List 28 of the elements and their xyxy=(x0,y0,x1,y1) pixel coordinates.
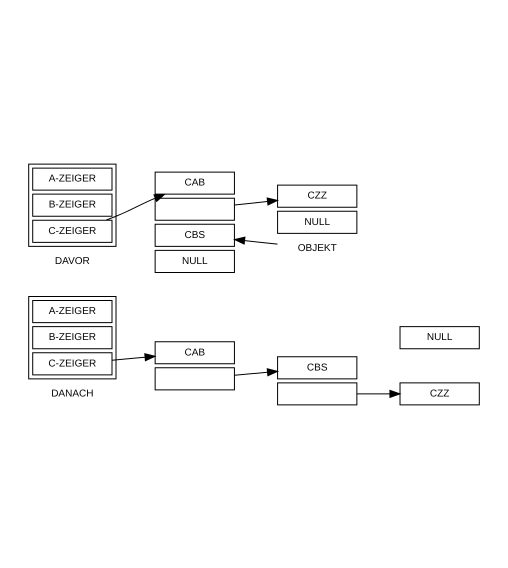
node-box xyxy=(277,382,358,405)
node-box: NULL xyxy=(154,249,235,272)
label: DANACH xyxy=(51,388,94,399)
node-box: NULL xyxy=(400,326,480,349)
node-box: A-ZEIGER xyxy=(32,300,112,323)
node-box: B-ZEIGER xyxy=(32,326,112,349)
arrow xyxy=(234,196,280,206)
node-box: CBS xyxy=(154,223,235,246)
cluster xyxy=(28,163,117,246)
node-box xyxy=(154,197,235,220)
node-box: C-ZEIGER xyxy=(32,219,112,242)
node-box: CAB xyxy=(154,340,235,364)
node-box: NULL xyxy=(277,210,358,234)
node-box: CBS xyxy=(277,356,358,379)
node-box: B-ZEIGER xyxy=(32,193,112,216)
cluster xyxy=(28,296,117,379)
arrow xyxy=(357,389,402,398)
arrow xyxy=(234,368,280,376)
node-box: CZZ xyxy=(400,382,480,405)
arrow xyxy=(112,352,157,361)
node-text: OBJEKT xyxy=(298,242,337,254)
node-box: CAB xyxy=(154,171,235,194)
arrow xyxy=(233,236,278,244)
node-box xyxy=(154,366,235,390)
node-box: C-ZEIGER xyxy=(32,352,112,375)
label: DAVOR xyxy=(54,255,90,266)
node-box: A-ZEIGER xyxy=(32,167,112,190)
node-box: CZZ xyxy=(277,184,358,208)
